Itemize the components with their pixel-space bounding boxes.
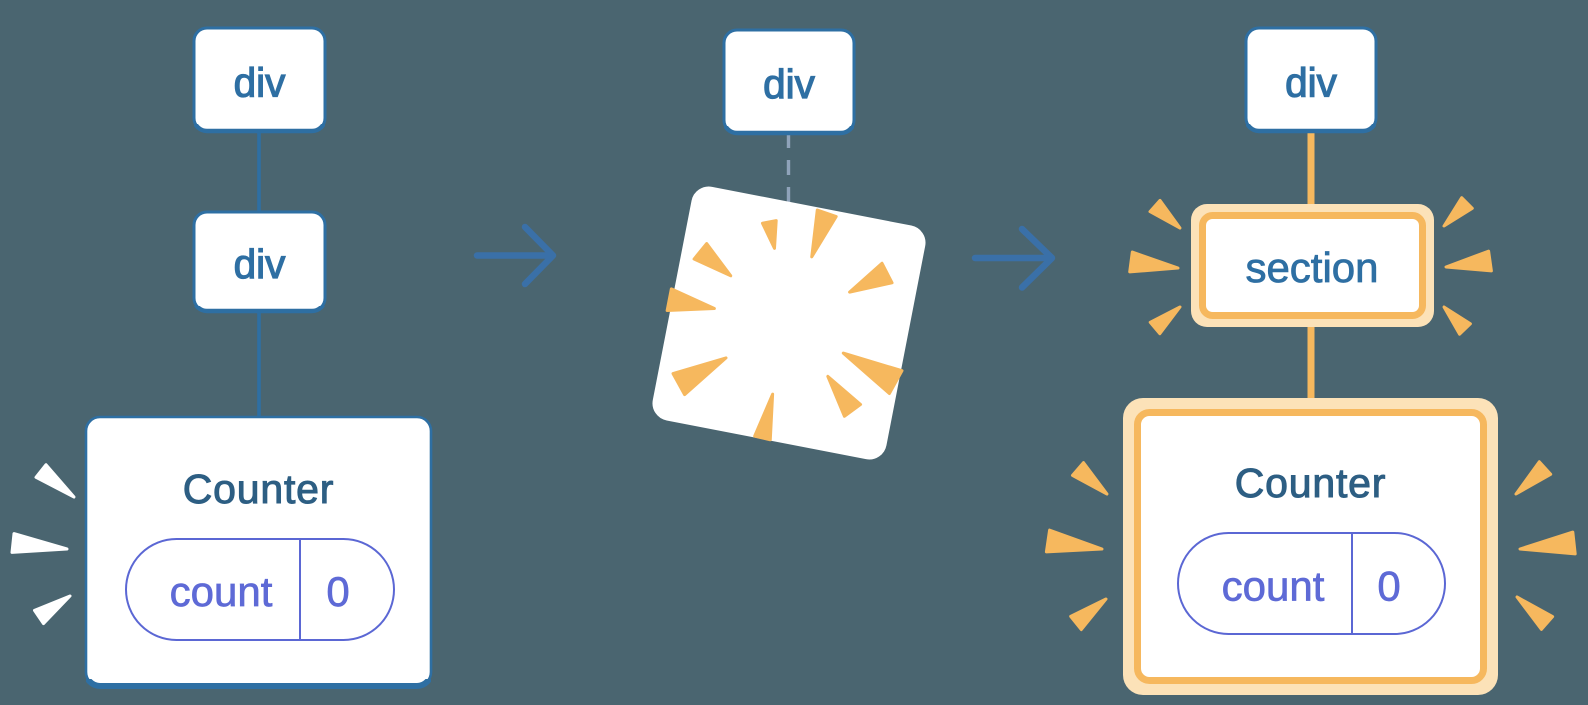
svg-text:div: div: [1285, 60, 1338, 106]
svg-text:div: div: [763, 61, 816, 107]
svg-text:section: section: [1245, 244, 1378, 291]
svg-text:count: count: [170, 568, 273, 615]
svg-text:0: 0: [326, 568, 349, 615]
svg-text:Counter: Counter: [183, 466, 334, 512]
svg-text:Counter: Counter: [1235, 460, 1386, 506]
svg-text:count: count: [1222, 563, 1325, 610]
svg-text:div: div: [234, 241, 287, 287]
svg-text:0: 0: [1377, 563, 1400, 610]
svg-text:div: div: [234, 60, 287, 106]
